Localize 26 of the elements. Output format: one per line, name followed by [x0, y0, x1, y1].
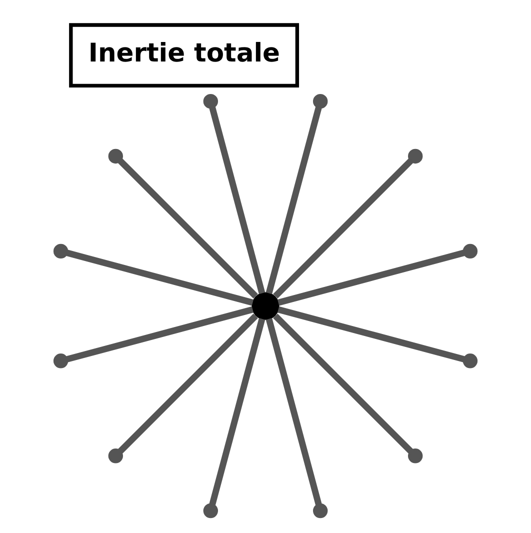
node-circle	[203, 94, 218, 109]
connector	[277, 306, 465, 362]
node-circle	[313, 94, 328, 109]
node-circle	[53, 354, 68, 368]
node-circle	[408, 148, 423, 164]
connector	[266, 106, 322, 294]
node-circle	[203, 503, 218, 518]
diagram-title: Inertie totale	[88, 38, 280, 68]
connector	[118, 314, 258, 454]
node-circle	[408, 448, 423, 464]
node-circle	[252, 292, 280, 320]
connector	[273, 158, 413, 298]
node-circle	[462, 354, 478, 368]
connector	[266, 318, 322, 506]
node-circle	[462, 244, 478, 259]
connector	[118, 158, 258, 298]
connector	[209, 106, 266, 294]
node-circle	[53, 244, 68, 259]
connector	[277, 250, 465, 306]
node-circle	[313, 503, 328, 518]
node-circle	[108, 448, 124, 464]
connector	[209, 318, 266, 506]
connector	[66, 250, 254, 306]
connector	[273, 314, 413, 454]
connector	[66, 306, 254, 362]
node-circle	[108, 148, 124, 164]
